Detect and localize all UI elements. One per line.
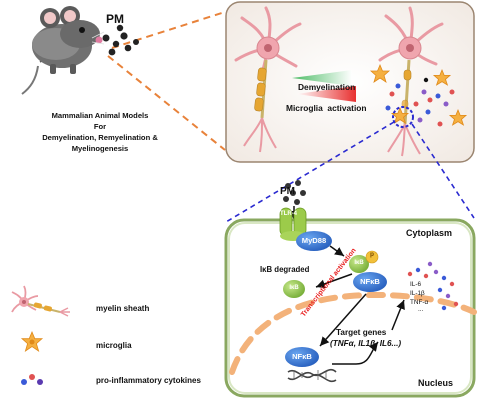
cytoplasm-label: Cytoplasm <box>406 228 453 238</box>
legend-myelin-label: myelin sheath <box>96 304 150 313</box>
cytokine-dots-icon <box>21 374 43 385</box>
ikb-free-node <box>283 280 305 298</box>
microglia-cluster <box>369 63 468 126</box>
nfkb-node <box>353 272 387 292</box>
cytokine-ellipsis: ... <box>418 306 424 313</box>
dna-icon <box>287 368 337 383</box>
particulate-matter-dots-cell <box>283 180 306 205</box>
nucleus-label: Nucleus <box>418 378 454 388</box>
arrow-microglia-activation <box>292 70 352 86</box>
neuron-healthy <box>234 6 302 153</box>
mouse-icon <box>21 6 105 95</box>
target-genes-title: Target genes <box>336 328 387 337</box>
ikb-free-label: IκB <box>289 285 299 291</box>
model-title-line-4: Myelinogenesis <box>71 144 129 153</box>
nfkb-label: NFκB <box>360 277 380 286</box>
cytokine-dots-cell <box>407 261 459 311</box>
microglia-activation-label: Microglia activation <box>286 103 367 113</box>
model-title: Mammalian Animal Models For Demyelinatio… <box>0 110 200 154</box>
nfkb-nucleus-node <box>285 347 319 367</box>
target-genes-list: (TNFα, IL1β, IL6...) <box>330 339 402 348</box>
phospho-node <box>365 250 379 264</box>
cytokine-dots-top <box>385 77 455 127</box>
particulate-matter-dots-left <box>102 24 139 56</box>
blue-connector-lines <box>225 121 475 223</box>
nfkb-nucleus-label: NFκB <box>292 352 312 361</box>
cytokine-tnfa: TNF-α <box>410 299 429 306</box>
nucleus-membrane <box>229 291 477 375</box>
legend-cytokines-label: pro-inflammatory cytokines <box>96 376 201 385</box>
myd88-label: MyD88 <box>301 236 327 245</box>
myd88-node <box>296 231 332 251</box>
model-title-line-2: For <box>93 122 107 131</box>
cell-membrane <box>224 218 476 398</box>
ikb-label: IκB <box>354 260 364 266</box>
highlight-circle <box>392 106 414 128</box>
signal-arrows <box>315 245 405 365</box>
cytokine-il1b: IL-1β <box>410 290 425 297</box>
tlr4-label: TLR-4 <box>280 211 297 217</box>
cytokine-il6: IL-6 <box>410 281 422 288</box>
model-title-line-3: Demyelination, Remyelination & <box>42 133 158 142</box>
demyelination-label: Demyelination <box>298 82 356 92</box>
model-title-line-1: Mammalian Animal Models <box>51 111 149 120</box>
microglia-icon <box>20 330 44 352</box>
ikb-node <box>349 255 369 273</box>
pm-label-cell: PM <box>280 186 295 197</box>
phospho-label: p <box>370 251 374 258</box>
arrow-demyelination <box>296 86 356 102</box>
ikb-degraded-label: IκB degraded <box>260 265 310 274</box>
legend-microglia-label: microglia <box>96 341 132 350</box>
neuron-demyelinated <box>378 6 444 157</box>
orange-connector-lines <box>107 11 226 151</box>
pm-label-left: PM <box>106 12 124 26</box>
neuron-icon <box>11 285 70 317</box>
